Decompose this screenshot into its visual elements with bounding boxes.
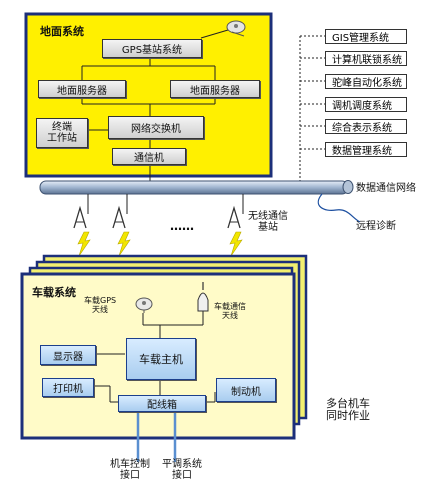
- system-hump-automation: 驼峰自动化系统: [325, 74, 407, 89]
- gps-antenna-icon: [135, 297, 153, 313]
- gps-station-box: GPS基站系统: [102, 39, 202, 58]
- ground-system-title: 地面系统: [40, 25, 84, 38]
- vehicle-connectors: [93, 311, 216, 403]
- ground-server-left: 地面服务器: [38, 80, 126, 98]
- remote-diagnosis-link: [317, 193, 361, 223]
- base-station-label: 无线通信 基站: [248, 211, 288, 233]
- vehicle-host-box: 车载主机: [126, 338, 196, 380]
- junction-box: 配线箱: [118, 395, 206, 412]
- gps-antenna-label: 车载GPS 天线: [84, 296, 117, 314]
- satellite-dish-icon: [226, 20, 246, 37]
- base-station-drops: [87, 194, 244, 214]
- ground-connectors: [81, 29, 229, 185]
- multi-locomotive-label: 多台机车 同时作业: [326, 397, 370, 422]
- network-bus: [39, 180, 349, 195]
- comm-antenna-label: 车载通信 天线: [214, 302, 246, 320]
- brake-box: 制动机: [216, 378, 276, 402]
- workstation-box: 终端 工作站: [36, 118, 88, 148]
- system-gis: GIS管理系统: [325, 29, 407, 44]
- network-label: 数据通信网络: [356, 183, 416, 194]
- tower-icon: [73, 205, 241, 229]
- flat-dispatch-interface-label: 平调系统 接口: [162, 459, 202, 481]
- comm-machine-box: 通信机: [112, 148, 186, 165]
- system-shunting-dispatch: 调机调度系统: [325, 97, 407, 112]
- remote-diagnosis-label: 远程诊断: [356, 221, 396, 232]
- comm-antenna-icon: [197, 282, 209, 312]
- ground-server-right: 地面服务器: [170, 80, 260, 98]
- printer-box: 打印机: [42, 378, 94, 397]
- loco-control-interface-label: 机车控制 接口: [110, 459, 150, 481]
- system-data-management: 数据管理系统: [325, 142, 407, 157]
- wireless-signal-icon: [77, 231, 243, 257]
- system-integrated-display: 综合表示系统: [325, 119, 407, 134]
- systems-dashed-links: [299, 35, 325, 186]
- network-switch-box: 网络交换机: [108, 116, 204, 139]
- system-interlocking: 计算机联锁系统: [325, 51, 407, 66]
- interface-cables: [136, 411, 177, 462]
- vehicle-system-title: 车载系统: [32, 286, 76, 299]
- display-box: 显示器: [40, 345, 96, 365]
- ellipsis-dots: ……: [170, 219, 194, 233]
